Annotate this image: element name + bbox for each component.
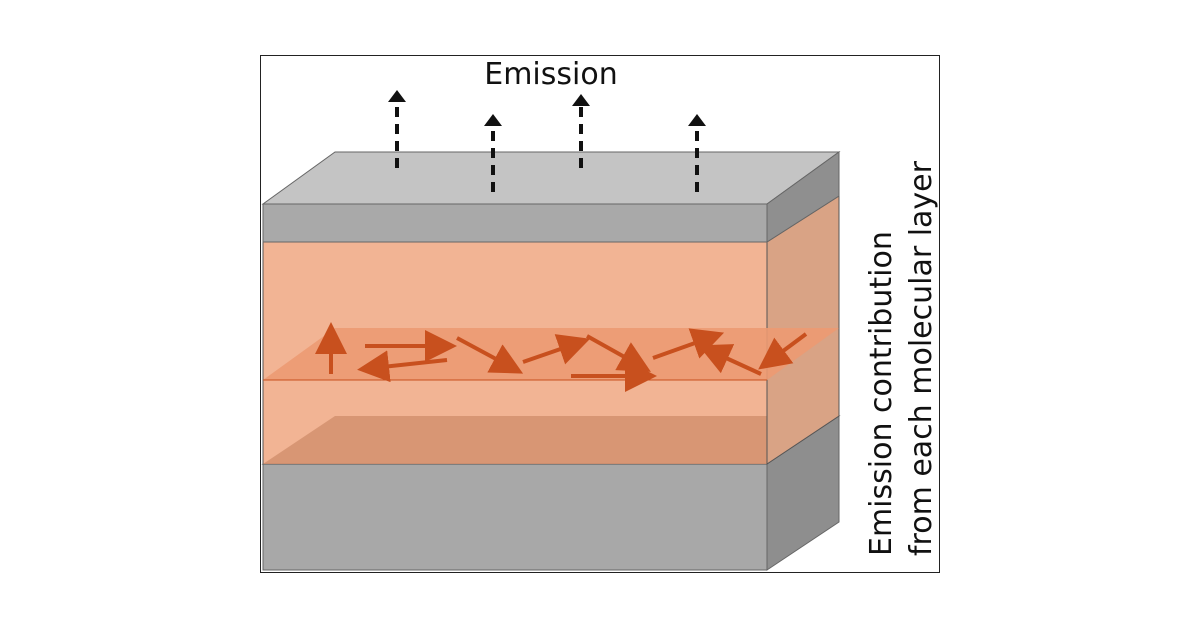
dipole-arrow-down-right xyxy=(456,336,524,374)
dipole-arrow-down-left xyxy=(758,332,808,370)
emission-arrow xyxy=(388,90,406,168)
diagram-frame: Emission Emission contribution from each… xyxy=(260,55,940,573)
dipole-arrow-up-left xyxy=(698,344,762,376)
dipole-arrow-left xyxy=(357,350,448,383)
top-electrode xyxy=(261,151,841,243)
oled-stack-diagram: Emission Emission contribution from each… xyxy=(261,57,939,571)
side-label-line1: Emission contribution xyxy=(864,231,899,556)
dipole-arrow-up-right xyxy=(652,328,725,360)
dipole-arrow-up-right xyxy=(522,334,591,365)
side-label-line2: from each molecular layer xyxy=(904,160,939,556)
emission-arrow xyxy=(688,114,706,192)
emission-arrow xyxy=(572,94,590,168)
emission-arrows xyxy=(388,90,706,192)
emission-label: Emission xyxy=(484,57,617,92)
emission-arrow xyxy=(484,114,502,192)
dipole-arrows xyxy=(315,322,808,392)
side-label: Emission contribution from each molecula… xyxy=(864,160,939,556)
dipole-arrow-down-right xyxy=(586,334,651,372)
